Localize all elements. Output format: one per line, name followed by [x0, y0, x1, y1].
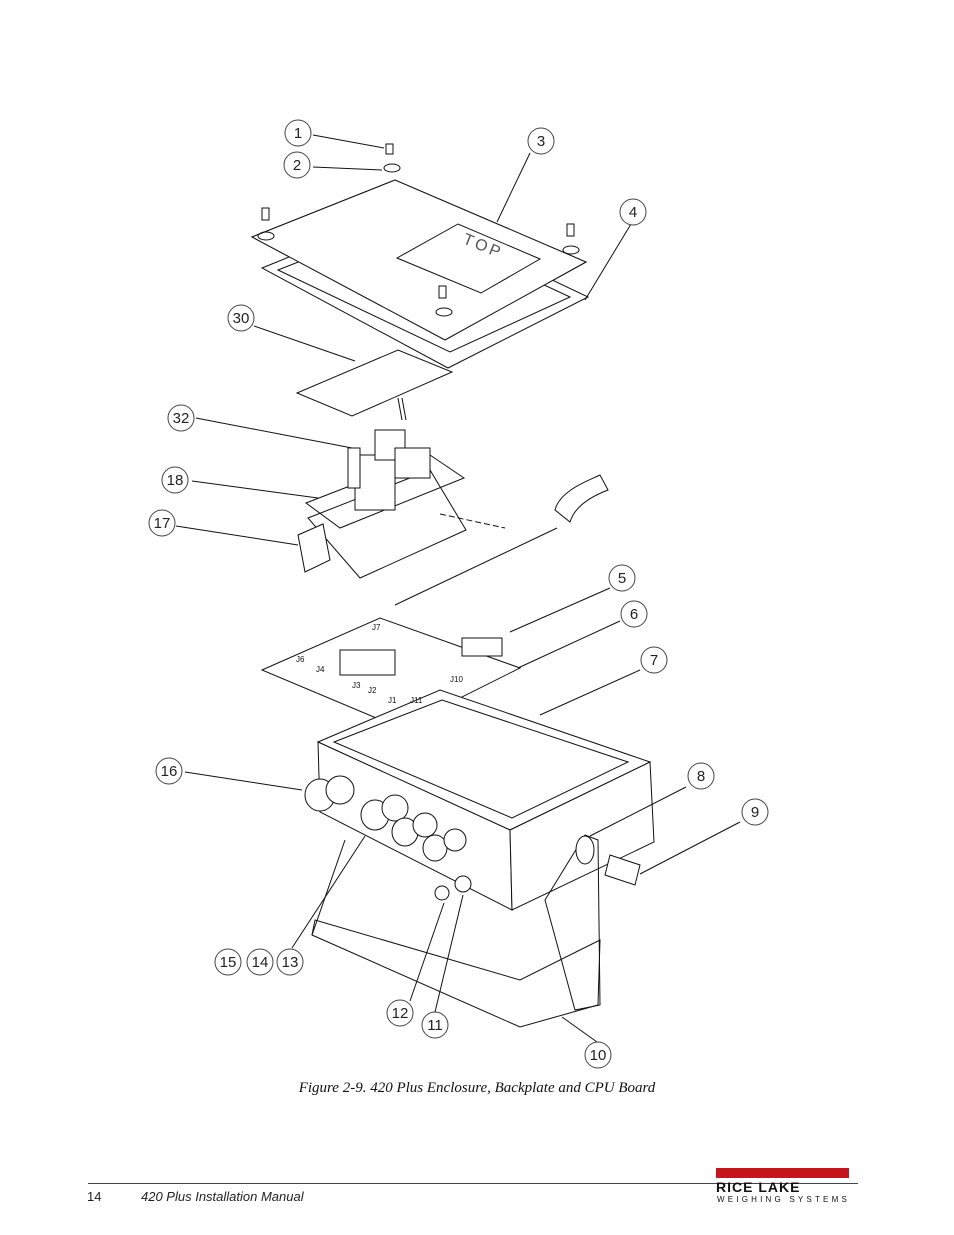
connector-j4: J4	[316, 665, 325, 674]
callout-6: 6	[630, 606, 638, 623]
cable-glands	[304, 775, 472, 901]
callout-11: 11	[427, 1017, 443, 1034]
callout-18: 18	[167, 472, 184, 489]
callout-13: 13	[282, 954, 299, 971]
callout-10: 10	[590, 1047, 607, 1064]
callouts	[148, 119, 769, 1069]
callout-1: 1	[294, 125, 302, 142]
ribbon-cable	[554, 474, 609, 523]
caption-suffix: Enclosure, Backplate and CPU Board	[426, 1080, 656, 1096]
logo-subtitle: WEIGHING SYSTEMS	[717, 1195, 850, 1204]
callout-14: 14	[252, 954, 269, 971]
figure-caption: Figure 2-9. 420 Plus Enclosure, Backplat…	[0, 1080, 954, 1097]
caption-model: 420 Plus	[370, 1080, 424, 1096]
leader-lines	[175, 134, 741, 1043]
connector-j10: J10	[450, 675, 463, 684]
tilt-knob	[604, 854, 641, 886]
callout-17: 17	[154, 515, 171, 532]
callout-7: 7	[650, 652, 658, 669]
cover-screws	[257, 143, 580, 317]
connector-j11: J11	[410, 696, 423, 705]
callout-2: 2	[293, 157, 301, 174]
logo-red-bar	[716, 1168, 849, 1178]
callout-5: 5	[618, 570, 626, 587]
callout-12: 12	[392, 1005, 409, 1022]
callout-32: 32	[173, 410, 190, 427]
tilt-stand	[311, 919, 601, 1028]
footer-rule	[88, 1183, 858, 1184]
enclosure-side-face	[509, 761, 655, 911]
rice-lake-logo: RICE LAKE WEIGHING SYSTEMS	[716, 1168, 856, 1208]
callout-3: 3	[537, 133, 545, 150]
connector-j6: J6	[296, 655, 305, 664]
connector-j7: J7	[372, 623, 381, 632]
caption-prefix: Figure 2-9.	[298, 1080, 367, 1096]
callout-16: 16	[161, 763, 178, 780]
connector-j1: J1	[388, 696, 397, 705]
callout-4: 4	[629, 204, 637, 221]
manual-title: 420 Plus Installation Manual	[141, 1189, 304, 1204]
callout-15: 15	[220, 954, 237, 971]
label-board	[295, 349, 454, 417]
callout-30: 30	[233, 310, 250, 327]
page-number: 14	[87, 1189, 102, 1204]
mounting-bracket	[297, 523, 331, 573]
connector-j3: J3	[352, 681, 361, 690]
callout-9: 9	[751, 804, 759, 821]
logo-name: RICE LAKE	[716, 1179, 801, 1195]
connector-j2: J2	[368, 686, 377, 695]
callout-8: 8	[697, 768, 705, 785]
